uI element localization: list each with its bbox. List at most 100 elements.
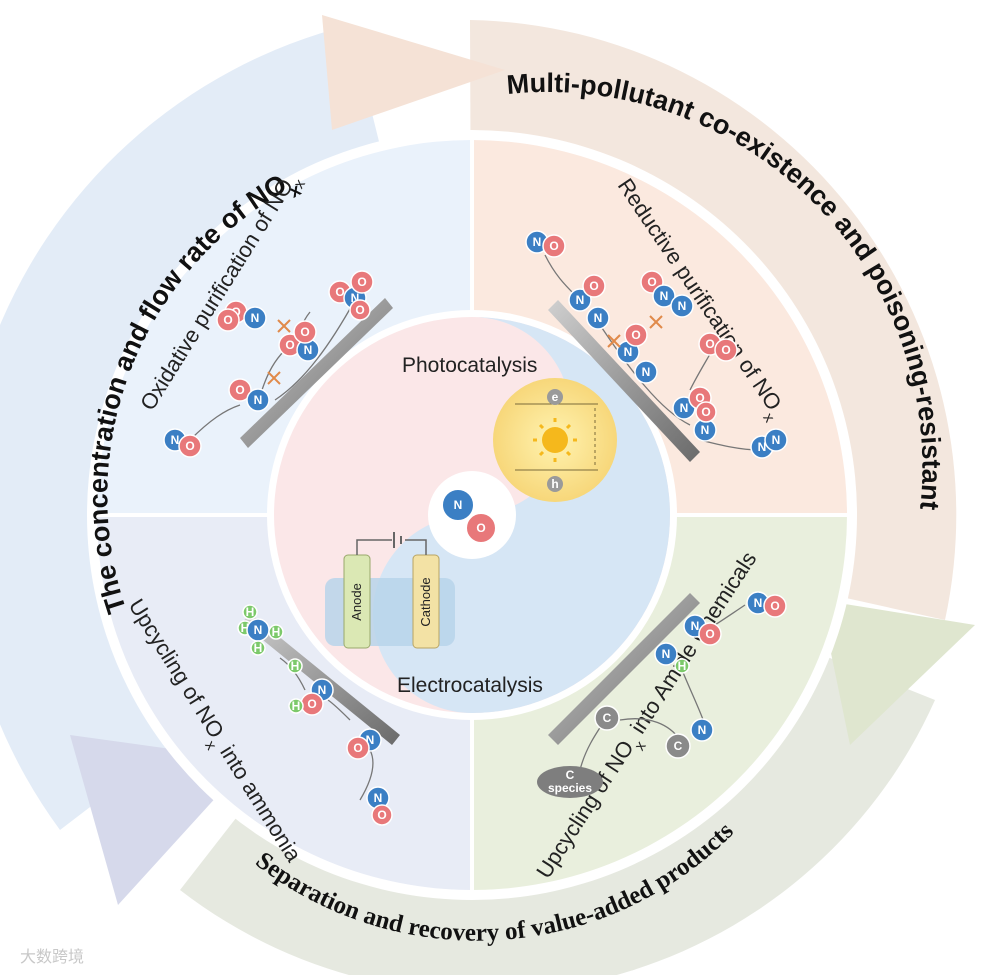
h-atom	[268, 624, 284, 640]
h-atom-label: H	[272, 625, 281, 639]
h-atom-label: H	[291, 659, 300, 673]
o-atom-label: O	[695, 391, 704, 405]
o-atom-label: O	[647, 275, 656, 289]
o-atom-label: O	[770, 599, 779, 613]
o-atom	[714, 338, 738, 362]
n-atom-label: N	[662, 647, 671, 661]
n-atom-label: N	[366, 733, 375, 747]
n-atom-label: N	[660, 289, 669, 303]
center-n-atom	[441, 488, 475, 522]
n-atom-label: N	[680, 401, 689, 415]
n-atom-label: N	[251, 311, 260, 325]
anode-label: Anode	[349, 583, 364, 621]
o-atom-label: O	[705, 627, 714, 641]
o-atom	[582, 274, 606, 298]
h-atom	[287, 658, 303, 674]
n-atom-label: N	[533, 235, 542, 249]
label-photocatalysis: Photocatalysis	[402, 354, 537, 377]
o-atom	[542, 234, 566, 258]
n-atom-label: N	[624, 345, 633, 359]
o-atom	[178, 434, 202, 458]
n-atom	[246, 388, 270, 412]
o-atom-label: O	[335, 285, 344, 299]
n-atom-label: N	[754, 596, 763, 610]
svg-text:e: e	[552, 390, 559, 404]
n-atom-label: N	[642, 365, 651, 379]
o-atom-label: O	[307, 697, 316, 711]
n-atom-label: N	[576, 293, 585, 307]
o-atom	[346, 736, 370, 760]
h-atom	[674, 658, 690, 674]
n-atom-label: N	[374, 791, 383, 805]
c-species-icon: C species	[537, 766, 603, 798]
h-atom-label: H	[241, 621, 250, 635]
n-atom-label: N	[254, 623, 263, 637]
o-atom-label: O	[300, 325, 309, 339]
o-atom-label: O	[377, 808, 386, 822]
o-atom	[698, 622, 722, 646]
n-atom-label: N	[304, 343, 313, 357]
o-atom-label: O	[185, 439, 194, 453]
outer-arrow-head-top	[322, 15, 505, 130]
electron-marker	[547, 389, 563, 405]
o-atom	[371, 804, 393, 826]
n-atom-label: N	[171, 433, 180, 447]
o-atom-label: O	[631, 328, 640, 342]
o-atom	[350, 270, 374, 294]
c-atom-label: C	[674, 739, 683, 753]
svg-text:h: h	[551, 477, 558, 491]
h-atom-label: H	[246, 605, 255, 619]
n-atom-label: N	[691, 619, 700, 633]
o-atom	[216, 308, 240, 332]
c-atom-label: C	[603, 711, 612, 725]
blocked-markers	[267, 315, 663, 385]
n-atom	[764, 428, 788, 452]
o-atom-label: O	[285, 338, 294, 352]
o-atom-label: O	[357, 275, 366, 289]
c-atom	[594, 705, 620, 731]
h-atom-label: H	[292, 699, 301, 713]
n-atom-label: N	[758, 440, 767, 454]
outer-arrow-head-right	[820, 600, 975, 745]
watermark: 大数跨境	[20, 947, 84, 966]
o-atom-label: O	[721, 343, 730, 357]
n-atom-label: N	[678, 299, 687, 313]
h-atom	[288, 698, 304, 714]
n-atom	[654, 642, 678, 666]
svg-text:C: C	[566, 768, 575, 782]
o-atom	[228, 378, 252, 402]
o-atom-label: O	[705, 337, 714, 351]
o-atom	[763, 594, 787, 618]
n-atom	[568, 288, 592, 312]
center-o-atom-label: O	[476, 521, 485, 535]
n-atom	[690, 718, 714, 742]
center-o-atom	[465, 512, 497, 544]
o-atom	[695, 401, 717, 423]
sun-icon: e h	[493, 378, 617, 502]
n-atom-label: N	[318, 683, 327, 697]
n-atom	[670, 294, 694, 318]
o-atom-label: O	[701, 405, 710, 419]
n-atom-label: N	[254, 393, 263, 407]
o-atom-label: O	[223, 313, 232, 327]
n-atom	[243, 306, 267, 330]
label-electrocatalysis: Electrocatalysis	[397, 674, 543, 697]
cathode-label: Cathode	[418, 577, 433, 626]
h-atom-label: H	[678, 659, 687, 673]
o-atom-label: O	[589, 279, 598, 293]
hole-marker	[547, 476, 563, 492]
n-atom-label: N	[772, 433, 781, 447]
h-atom	[250, 640, 266, 656]
n-atom	[586, 306, 610, 330]
h-atom-label: H	[254, 641, 263, 655]
n-atom-label: N	[351, 291, 360, 305]
o-atom-label: O	[355, 303, 364, 317]
c-atom	[665, 733, 691, 759]
electrochemical-cell-icon: Anode Cathode	[325, 532, 455, 649]
svg-text:species: species	[548, 781, 592, 795]
o-atom	[349, 299, 371, 321]
n-atom	[652, 284, 676, 308]
o-atom-label: O	[353, 741, 362, 755]
o-atom-label: O	[235, 383, 244, 397]
n-atom	[634, 360, 658, 384]
